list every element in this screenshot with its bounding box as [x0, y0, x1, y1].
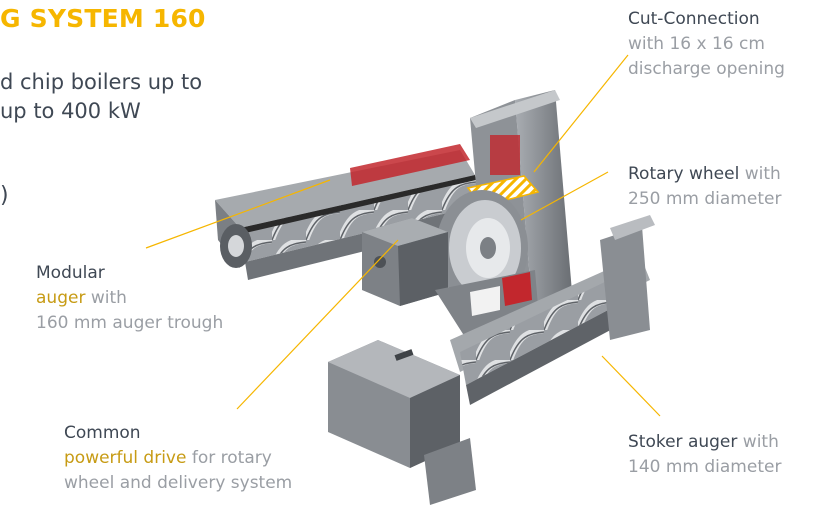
subtitle-line-1: d chip boilers up to: [0, 70, 203, 94]
leader-common-drive: [236, 239, 399, 410]
cut-connection-line-2: with 16 x 16 cm: [628, 34, 765, 54]
subtitle-line-2: up to 400 kW: [0, 99, 141, 123]
callout-rotary-wheel: Rotary wheel with 250 mm diameter: [628, 162, 781, 212]
drive-motor: [362, 218, 448, 306]
stoker-auger-with: with: [737, 432, 779, 452]
page-title: G SYSTEM 160: [0, 4, 206, 33]
callout-modular-auger: Modular auger with 160 mm auger trough: [36, 261, 223, 336]
cut-connection-title: Cut-Connection: [628, 9, 760, 29]
leader-cut-connection: [533, 54, 629, 173]
common-drive-line-1: Common: [64, 423, 141, 443]
leader-stoker-auger: [601, 355, 661, 417]
rotary-wheel-line-2: 250 mm diameter: [628, 189, 782, 209]
stoker-gearbox: [328, 340, 460, 468]
common-drive-rest: for rotary: [186, 448, 272, 468]
modular-auger-line-1: Modular: [36, 263, 105, 283]
callout-cut-connection: Cut-Connection with 16 x 16 cm discharge…: [628, 7, 785, 82]
callout-common-drive: Common powerful drive for rotary wheel a…: [64, 421, 292, 496]
leader-lines: [145, 54, 661, 417]
cut-connection-line-3: discharge opening: [628, 59, 785, 79]
modular-auger-line-3: 160 mm auger trough: [36, 313, 224, 333]
common-drive-label: powerful drive: [64, 448, 187, 468]
page-subtitle: d chip boilers up to up to 400 kW: [0, 68, 202, 126]
stoker-auger-line-2: 140 mm diameter: [628, 457, 782, 477]
modular-auger-with: with: [85, 288, 127, 308]
common-drive-line-3: wheel and delivery system: [64, 473, 293, 493]
leader-rotary-wheel: [520, 171, 609, 221]
leader-modular-auger: [145, 179, 331, 249]
stoker-auger-trough: [450, 215, 655, 405]
base-foot: [424, 438, 476, 505]
stray-glyph: ): [0, 183, 9, 208]
callout-stoker-auger: Stoker auger with 140 mm diameter: [628, 430, 781, 480]
stoker-auger-label: Stoker auger: [628, 432, 738, 452]
rotary-wheel-with: with: [739, 164, 781, 184]
modular-auger-label: auger: [36, 288, 86, 308]
rotary-wheel-label: Rotary wheel: [628, 164, 740, 184]
